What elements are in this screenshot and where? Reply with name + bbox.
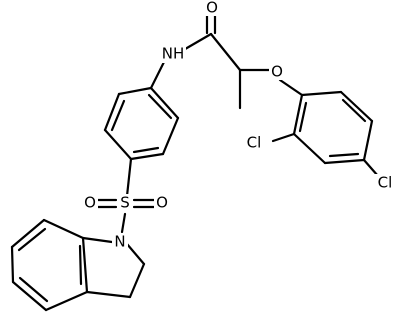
bond-phenylene-1 bbox=[117, 86, 153, 96]
atom-ether-oxygen-label: O bbox=[271, 63, 283, 81]
atom-ortho-chlorine-label: Cl bbox=[247, 134, 262, 152]
bond-sulfur-nitrogen bbox=[120, 212, 127, 234]
bond-dcp-5 bbox=[292, 132, 327, 165]
atom-sulfur-bg bbox=[117, 194, 133, 212]
bond-indoline-c2-c3 bbox=[128, 262, 146, 299]
bond-benzo-inner-2 bbox=[18, 276, 49, 303]
atom-amide-nitrogen-label: NH bbox=[162, 45, 185, 63]
atom-ether-oxygen-bg bbox=[269, 63, 284, 80]
bond-phenylene-inner-3 bbox=[147, 93, 173, 120]
bond-benzo-4 bbox=[11, 280, 48, 312]
atom-ether-oxygen: O bbox=[269, 63, 284, 81]
atom-ortho-chlorine-bg bbox=[240, 134, 269, 152]
atom-indoline-nitrogen-label: N bbox=[114, 233, 125, 251]
bond-phenylene-inner-1 bbox=[110, 99, 126, 132]
atom-para-chlorine: Cl bbox=[374, 174, 396, 192]
bond-dcp-3 bbox=[362, 119, 374, 162]
bond-dcp-4 bbox=[323, 158, 366, 165]
atom-carbonyl-oxygen: O bbox=[205, 0, 220, 17]
bond-benzo-2 bbox=[10, 218, 46, 249]
bond-phenylene-2 bbox=[103, 92, 121, 132]
bond-dcp-1 bbox=[300, 90, 343, 97]
bond-phenylene-5 bbox=[161, 116, 180, 156]
bond-dcp-2 bbox=[339, 90, 374, 123]
atom-para-chlorine-label: Cl bbox=[378, 174, 393, 192]
atom-label-layer: O NH O Cl Cl O bbox=[82, 0, 396, 251]
bond-phenylene-sulfur bbox=[125, 157, 133, 198]
atom-carbonyl-oxygen-bg bbox=[205, 0, 220, 16]
atom-sulfonyl-oxygen-right-bg bbox=[154, 194, 170, 212]
bond-benzo-inner-3 bbox=[78, 244, 83, 286]
bond-phenylene-4 bbox=[129, 152, 165, 161]
bond-phenylene-6 bbox=[149, 86, 180, 120]
bond-indoline-c3-c3a bbox=[85, 290, 132, 299]
bond-para-cl bbox=[362, 158, 380, 178]
atom-indoline-nitrogen: N bbox=[112, 233, 128, 251]
atom-sulfur-label: S bbox=[120, 194, 130, 212]
atom-amide-nitrogen: NH bbox=[160, 45, 186, 63]
bond-dcp-inner-1 bbox=[341, 98, 367, 123]
atom-sulfonyl-oxygen-right: O bbox=[154, 194, 170, 212]
bond-phenylene-inner-2 bbox=[132, 146, 160, 154]
bond-dcp-6 bbox=[292, 93, 304, 136]
bond-benzo-3 bbox=[10, 245, 15, 284]
bond-indoline-n-c2 bbox=[125, 242, 146, 266]
bond-layer bbox=[10, 10, 380, 312]
bond-benzo-inner-1 bbox=[17, 227, 47, 252]
atom-ortho-chlorine: Cl bbox=[240, 134, 269, 152]
bond-carbonyl-c-alpha bbox=[209, 32, 242, 72]
bond-ortho-cl bbox=[271, 132, 296, 143]
bond-benzo-1 bbox=[42, 218, 85, 240]
atom-sulfonyl-oxygen-left: O bbox=[82, 194, 98, 212]
bond-phenylene-3 bbox=[103, 128, 133, 161]
bond-indoline-n-c7a bbox=[81, 236, 114, 244]
atom-carbonyl-oxygen-label: O bbox=[206, 0, 218, 17]
atom-amide-nitrogen-bg bbox=[160, 45, 186, 63]
bond-dcp-inner-3 bbox=[298, 101, 308, 133]
atom-indoline-nitrogen-bg bbox=[112, 233, 128, 251]
bond-benzo-5 bbox=[44, 290, 89, 312]
atom-para-chlorine-bg bbox=[374, 174, 396, 192]
atom-sulfonyl-oxygen-left-label: O bbox=[84, 194, 96, 212]
atom-sulfur: S bbox=[117, 194, 133, 212]
bond-dcp-inner-2 bbox=[328, 152, 360, 158]
bond-oxygen-aryl bbox=[278, 78, 304, 97]
atom-sulfonyl-oxygen-right-label: O bbox=[156, 194, 168, 212]
atom-sulfonyl-oxygen-left-bg bbox=[82, 194, 98, 212]
bond-indoline-c7a-c3a bbox=[81, 236, 89, 294]
